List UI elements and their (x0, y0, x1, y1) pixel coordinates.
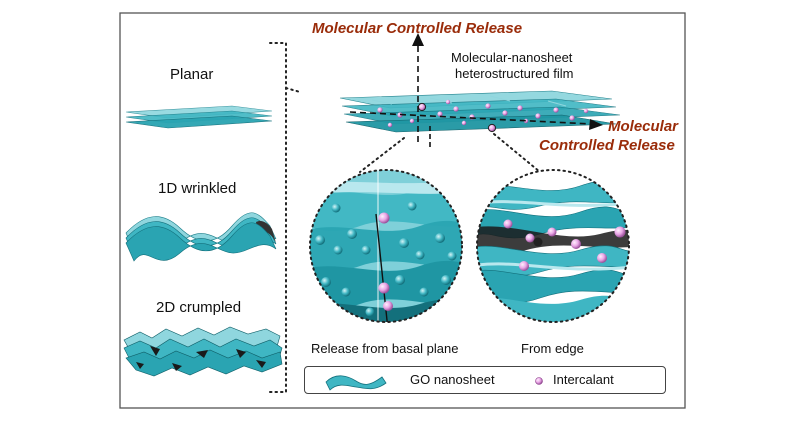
outer-frame (119, 12, 686, 409)
legend-label-intercalant: Intercalant (553, 372, 614, 387)
zoom-connectors (359, 133, 541, 173)
basal-zoom (309, 169, 463, 323)
label-from-edge: From edge (521, 341, 584, 356)
film-intercalants (377, 99, 589, 133)
label-basal-plane: Release from basal plane (311, 341, 459, 356)
label-film-1: Molecular-nanosheet (451, 50, 573, 65)
label-2d-crumpled: 2D crumpled (156, 299, 242, 316)
arrow-head-up (412, 33, 424, 46)
label-1d-wrinkled: 1D wrinkled (158, 180, 237, 197)
crumpled-stack (123, 326, 283, 377)
label-film-2: heterostructured film (455, 66, 574, 81)
label-release-top: Molecular Controlled Release (312, 20, 523, 37)
legend-nanosheet-icon (325, 375, 387, 391)
planar-stack (125, 105, 273, 129)
label-release-right-2: Controlled Release (539, 137, 675, 154)
dotted-bracket (269, 42, 301, 393)
label-release-right-1: Molecular (608, 118, 679, 135)
legend-label-nanosheet: GO nanosheet (410, 372, 495, 387)
legend-box (304, 366, 666, 394)
label-planar: Planar (170, 66, 214, 83)
edge-zoom (476, 169, 630, 323)
wrinkled-stack (125, 212, 277, 262)
release-arrows (349, 44, 593, 142)
arrow-head-right (589, 119, 603, 130)
legend-intercalant-icon (535, 377, 543, 385)
